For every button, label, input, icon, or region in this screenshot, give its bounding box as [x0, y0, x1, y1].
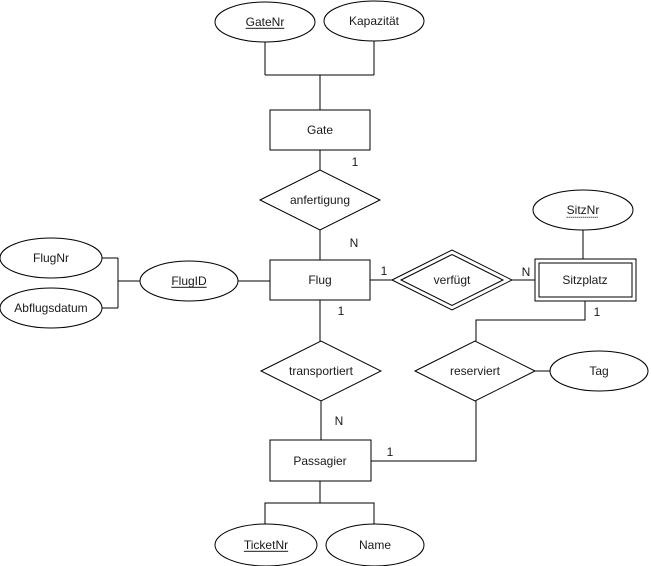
entity-gate-rect — [269, 109, 371, 151]
attribute-kapazitaet-label: Kapazität — [348, 13, 400, 28]
entity-passagier-rect — [269, 439, 372, 482]
attribute-name-label: Name — [358, 537, 392, 552]
attribute-flugnr-ellipse — [0, 237, 103, 279]
entity-sitzplatz-label: Sitzplatz — [562, 272, 608, 287]
relationship-transportiert-diamond — [259, 340, 383, 402]
attribute-sitznr-label: SitzNr — [566, 202, 600, 217]
edge-sitzplatz-reserviert — [475, 301, 586, 341]
edge-reserviert-passagier — [371, 401, 477, 462]
edge-flugnr-bracket — [102, 257, 140, 309]
attribute-gatenr-label: GateNr — [245, 14, 285, 29]
cardinality-transportiert-passagier: N — [334, 414, 344, 428]
relationship-transportiert-label: transportiert — [288, 363, 354, 378]
entity-shapes — [269, 109, 637, 482]
relationship-shapes — [258, 169, 537, 402]
connector-lines — [102, 41, 586, 525]
cardinality-verfuegt-sitzplatz: N — [521, 265, 531, 279]
attribute-ticketnr-label: TicketNr — [243, 537, 289, 552]
attribute-abflugsdatum-label: Abflugsdatum — [14, 300, 88, 315]
entity-flug-rect — [269, 259, 371, 301]
attribute-tag-label: Tag — [589, 363, 609, 378]
entity-sitzplatz-rect-inner — [538, 262, 633, 298]
entity-gate-label: Gate — [306, 122, 334, 137]
attribute-flugnr-label: FlugNr — [32, 250, 70, 265]
relationship-verfuegt-label: verfügt — [433, 272, 471, 287]
cardinality-gate-anfertigung: 1 — [351, 155, 359, 169]
attribute-ticketnr-ellipse — [214, 523, 318, 566]
cardinality-anfertigung-flug: N — [349, 236, 359, 250]
relationship-anfertigung-label: anfertigung — [289, 192, 351, 207]
attribute-name-ellipse — [325, 523, 425, 566]
relationship-reserviert-diamond — [413, 340, 537, 402]
entity-flug-label: Flug — [308, 272, 332, 287]
cardinality-passagier-reserviert: 1 — [386, 445, 394, 459]
cardinality-flug-verfuegt: 1 — [380, 264, 388, 278]
attribute-kapazitaet-ellipse — [323, 0, 425, 42]
edge-gate-attr-bracket — [265, 74, 374, 110]
attribute-flugid-ellipse — [139, 260, 239, 302]
attribute-abflugsdatum-ellipse — [0, 287, 103, 329]
cardinality-sitzplatz-reserviert: 1 — [593, 305, 601, 319]
relationship-verfuegt-diamond-inner — [399, 253, 505, 307]
cardinality-flug-transportiert: 1 — [337, 304, 345, 318]
attribute-flugid-label: FlugID — [171, 273, 207, 288]
attribute-gatenr-ellipse — [214, 1, 316, 43]
attribute-sitznr-ellipse — [532, 189, 634, 231]
entity-passagier-label: Passagier — [293, 453, 347, 468]
attribute-tag-ellipse — [549, 350, 649, 392]
edge-passagier-attr-bracket — [264, 481, 375, 525]
relationship-reserviert-label: reserviert — [449, 363, 501, 378]
relationship-anfertigung-diamond — [258, 169, 382, 231]
